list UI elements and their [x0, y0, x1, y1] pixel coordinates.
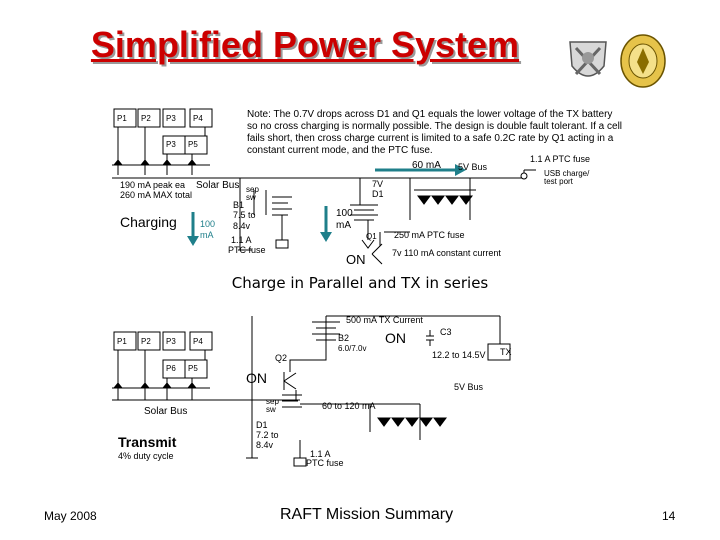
footer-title: RAFT Mission Summary: [280, 506, 454, 523]
battery-b2-label: B2: [338, 333, 350, 343]
top-fuse-label: 1.1 A PTC fuse: [530, 154, 591, 164]
current-60ma-label: 60 mA: [412, 160, 441, 171]
transmit-on-left: ON: [246, 370, 267, 386]
panel-label: P2: [141, 337, 151, 346]
left-arrow-current: 100: [200, 219, 216, 229]
panel-label: P6: [166, 364, 176, 373]
transmit-on-top: ON: [385, 330, 406, 346]
transmit-current-range: 60 to 120 mA: [322, 401, 376, 411]
panel-label: P5: [188, 364, 198, 373]
transmit-d1-voltage: 8.4v: [256, 440, 274, 450]
transmit-d1-label: D1: [256, 420, 268, 430]
transmit-panel-array: [113, 331, 213, 400]
page-number: 14: [662, 509, 676, 523]
charging-on-label: ON: [346, 252, 366, 267]
charging-label: Charging: [120, 214, 177, 230]
charging-diode-row: [112, 159, 210, 166]
panel-label: P3: [166, 114, 176, 123]
q1-fuse-label: 250 mA PTC fuse: [394, 230, 465, 240]
charging-panel-array: [113, 108, 213, 175]
5v-bus-label: 5V Bus: [458, 162, 488, 172]
design-note: Note: The 0.7V drops across D1 and Q1 eq…: [247, 109, 622, 156]
current-arrows: [187, 164, 466, 246]
mid-arrow-current: 100: [336, 208, 353, 219]
panel-label: P4: [193, 337, 203, 346]
panel-label: P3: [166, 337, 176, 346]
transmit-sep-switch: sep sw: [266, 397, 279, 415]
c3-label: C3: [440, 327, 452, 337]
battery-b1-label: B1: [233, 200, 245, 210]
q2-label: Q2: [275, 353, 288, 363]
transmit-5v-bus-label: 5V Bus: [454, 382, 484, 392]
usb-port-label: USB charge/ test port: [544, 169, 590, 187]
panel-label: P3: [166, 140, 176, 149]
total-current-label: 260 mA MAX total: [120, 190, 193, 200]
mid-arrow-unit: mA: [336, 220, 351, 231]
tx-label: TX: [500, 347, 512, 357]
transmit-fuse-label: 1.1 A: [310, 449, 331, 459]
battery-b1-voltage: 8.4v: [233, 221, 251, 231]
panel-label: P1: [117, 114, 127, 123]
slide-title: Simplified Power System: [90, 24, 520, 65]
footer-date: May 2008: [44, 509, 97, 523]
battery-b1-voltage: 7.5 to: [233, 210, 256, 220]
panel-label: P2: [141, 114, 151, 123]
seal-logo: [620, 34, 666, 88]
transmit-fuse-label: PTC fuse: [306, 458, 344, 468]
transmit-d1-voltage: 7.2 to: [256, 430, 279, 440]
tx-voltage-label: 12.2 to 14.5V: [432, 350, 486, 360]
d1-label: D1: [372, 189, 384, 199]
transmit-solar-bus-label: Solar Bus: [144, 406, 188, 417]
crest-logo: [569, 41, 607, 77]
constant-current-label: 7v 110 mA constant current: [392, 248, 501, 258]
sep-switch-label: sep sw: [246, 185, 259, 203]
peak-current-label: 190 mA peak ea: [120, 180, 186, 190]
diagram-caption: Charge in Parallel and TX in series: [231, 274, 489, 292]
panel-label: P5: [188, 140, 198, 149]
left-arrow-unit: mA: [200, 230, 214, 240]
q1-label: Q1: [366, 232, 377, 241]
transmit-diode-row: [112, 382, 210, 389]
b1-fuse-label: PTC fuse: [228, 245, 266, 255]
duty-cycle-label: 4% duty cycle: [118, 451, 174, 461]
panel-label: P1: [117, 337, 127, 346]
solar-bus-label: Solar Bus: [196, 180, 240, 191]
q1-voltage-label: 7V: [372, 179, 384, 189]
transmit-label: Transmit: [118, 434, 177, 450]
b1-fuse-label: 1.1 A: [231, 235, 252, 245]
tx-current-label: 500 mA TX Current: [346, 315, 423, 325]
battery-b2-voltage: 6.0/7.0v: [338, 344, 367, 353]
panel-label: P4: [193, 114, 203, 123]
